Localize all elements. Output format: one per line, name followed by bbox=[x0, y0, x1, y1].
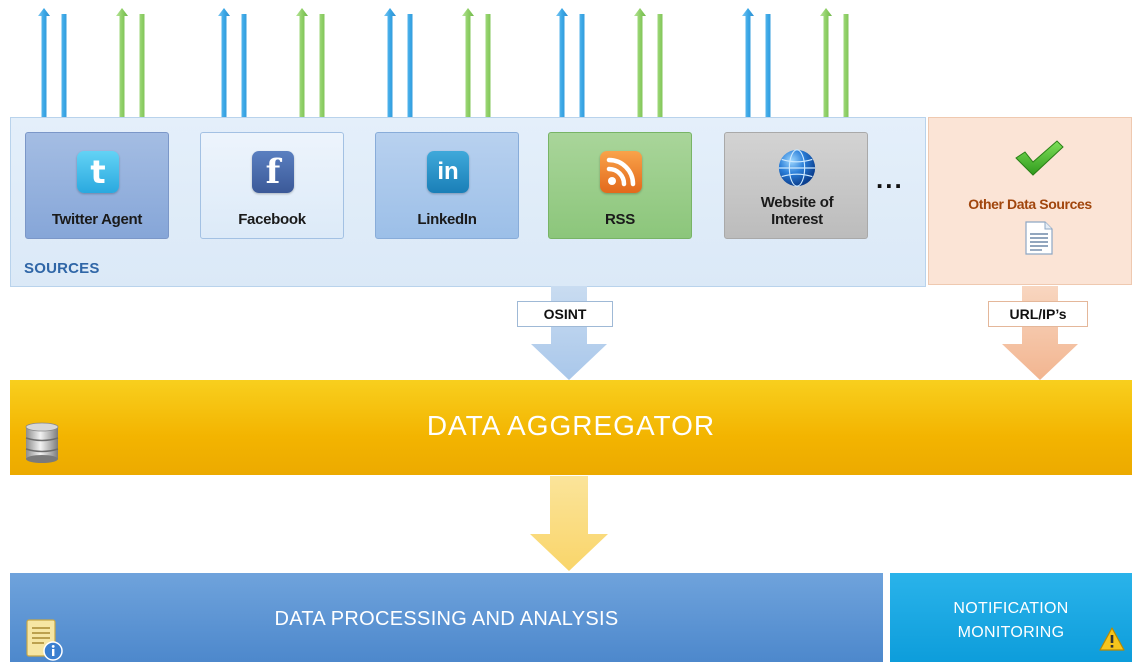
up-arrow-green bbox=[820, 8, 832, 118]
data-aggregator-bar[interactable] bbox=[10, 380, 1132, 475]
source-card-website[interactable]: Website of Interest bbox=[724, 132, 868, 239]
down-arrow-green bbox=[840, 14, 852, 128]
up-arrow-green bbox=[462, 8, 474, 118]
down-arrow-green bbox=[482, 14, 494, 128]
more-sources-ellipsis: ... bbox=[876, 164, 904, 194]
up-arrow-blue bbox=[218, 8, 230, 118]
source-label: LinkedIn bbox=[417, 211, 477, 228]
notification-line-2: MONITORING bbox=[957, 624, 1065, 641]
down-arrow-blue bbox=[762, 14, 774, 128]
data-processing-title: DATA PROCESSING AND ANALYSIS bbox=[274, 608, 619, 630]
rss-icon bbox=[600, 151, 642, 193]
up-arrow-blue bbox=[384, 8, 396, 118]
source-card-facebook[interactable]: f Facebook bbox=[200, 132, 344, 239]
source-label: Facebook bbox=[238, 211, 306, 228]
other-sources-label: Other Data Sources bbox=[968, 196, 1092, 212]
aggregator-flow-arrow bbox=[528, 476, 610, 577]
other-sources-panel[interactable] bbox=[928, 117, 1132, 285]
notification-monitoring-box[interactable] bbox=[890, 573, 1132, 662]
down-arrow-green bbox=[654, 14, 666, 128]
down-arrow-green bbox=[136, 14, 148, 128]
checkmark-icon bbox=[1013, 138, 1065, 183]
up-arrow-green bbox=[116, 8, 128, 118]
globe-icon bbox=[776, 147, 818, 189]
down-arrow-blue bbox=[576, 14, 588, 128]
osint-flow-arrow bbox=[529, 286, 609, 387]
down-arrow-green bbox=[316, 14, 328, 128]
notification-line-1: NOTIFICATION bbox=[953, 600, 1069, 617]
source-label: Website of Interest bbox=[760, 194, 834, 228]
database-icon bbox=[22, 421, 62, 468]
url-flow-arrow bbox=[1000, 286, 1080, 387]
source-io-arrows bbox=[38, 8, 852, 128]
report-icon bbox=[24, 618, 64, 667]
up-arrow-blue bbox=[38, 8, 50, 118]
down-arrow-blue bbox=[58, 14, 70, 128]
up-arrow-green bbox=[296, 8, 308, 118]
source-card-twitter[interactable]: t Twitter Agent bbox=[25, 132, 169, 239]
up-arrow-blue bbox=[556, 8, 568, 118]
data-processing-bar[interactable] bbox=[10, 573, 883, 662]
down-arrow-blue bbox=[238, 14, 250, 128]
source-card-linkedin[interactable]: in LinkedIn bbox=[375, 132, 519, 239]
data-aggregator-title: DATA AGGREGATOR bbox=[426, 410, 716, 441]
up-arrow-green bbox=[634, 8, 646, 118]
warning-icon bbox=[1098, 626, 1126, 657]
url-ip-label: URL/IP’s bbox=[988, 301, 1088, 327]
source-card-rss[interactable]: RSS bbox=[548, 132, 692, 239]
source-label: RSS bbox=[605, 211, 635, 228]
up-arrow-blue bbox=[742, 8, 754, 118]
facebook-icon: f bbox=[252, 151, 294, 193]
linkedin-icon: in bbox=[427, 151, 469, 193]
document-icon bbox=[1023, 220, 1055, 261]
down-arrow-blue bbox=[404, 14, 416, 128]
osint-label: OSINT bbox=[517, 301, 613, 327]
sources-heading: SOURCES bbox=[24, 260, 100, 277]
source-label: Twitter Agent bbox=[51, 211, 143, 228]
twitter-icon: t bbox=[77, 151, 119, 193]
